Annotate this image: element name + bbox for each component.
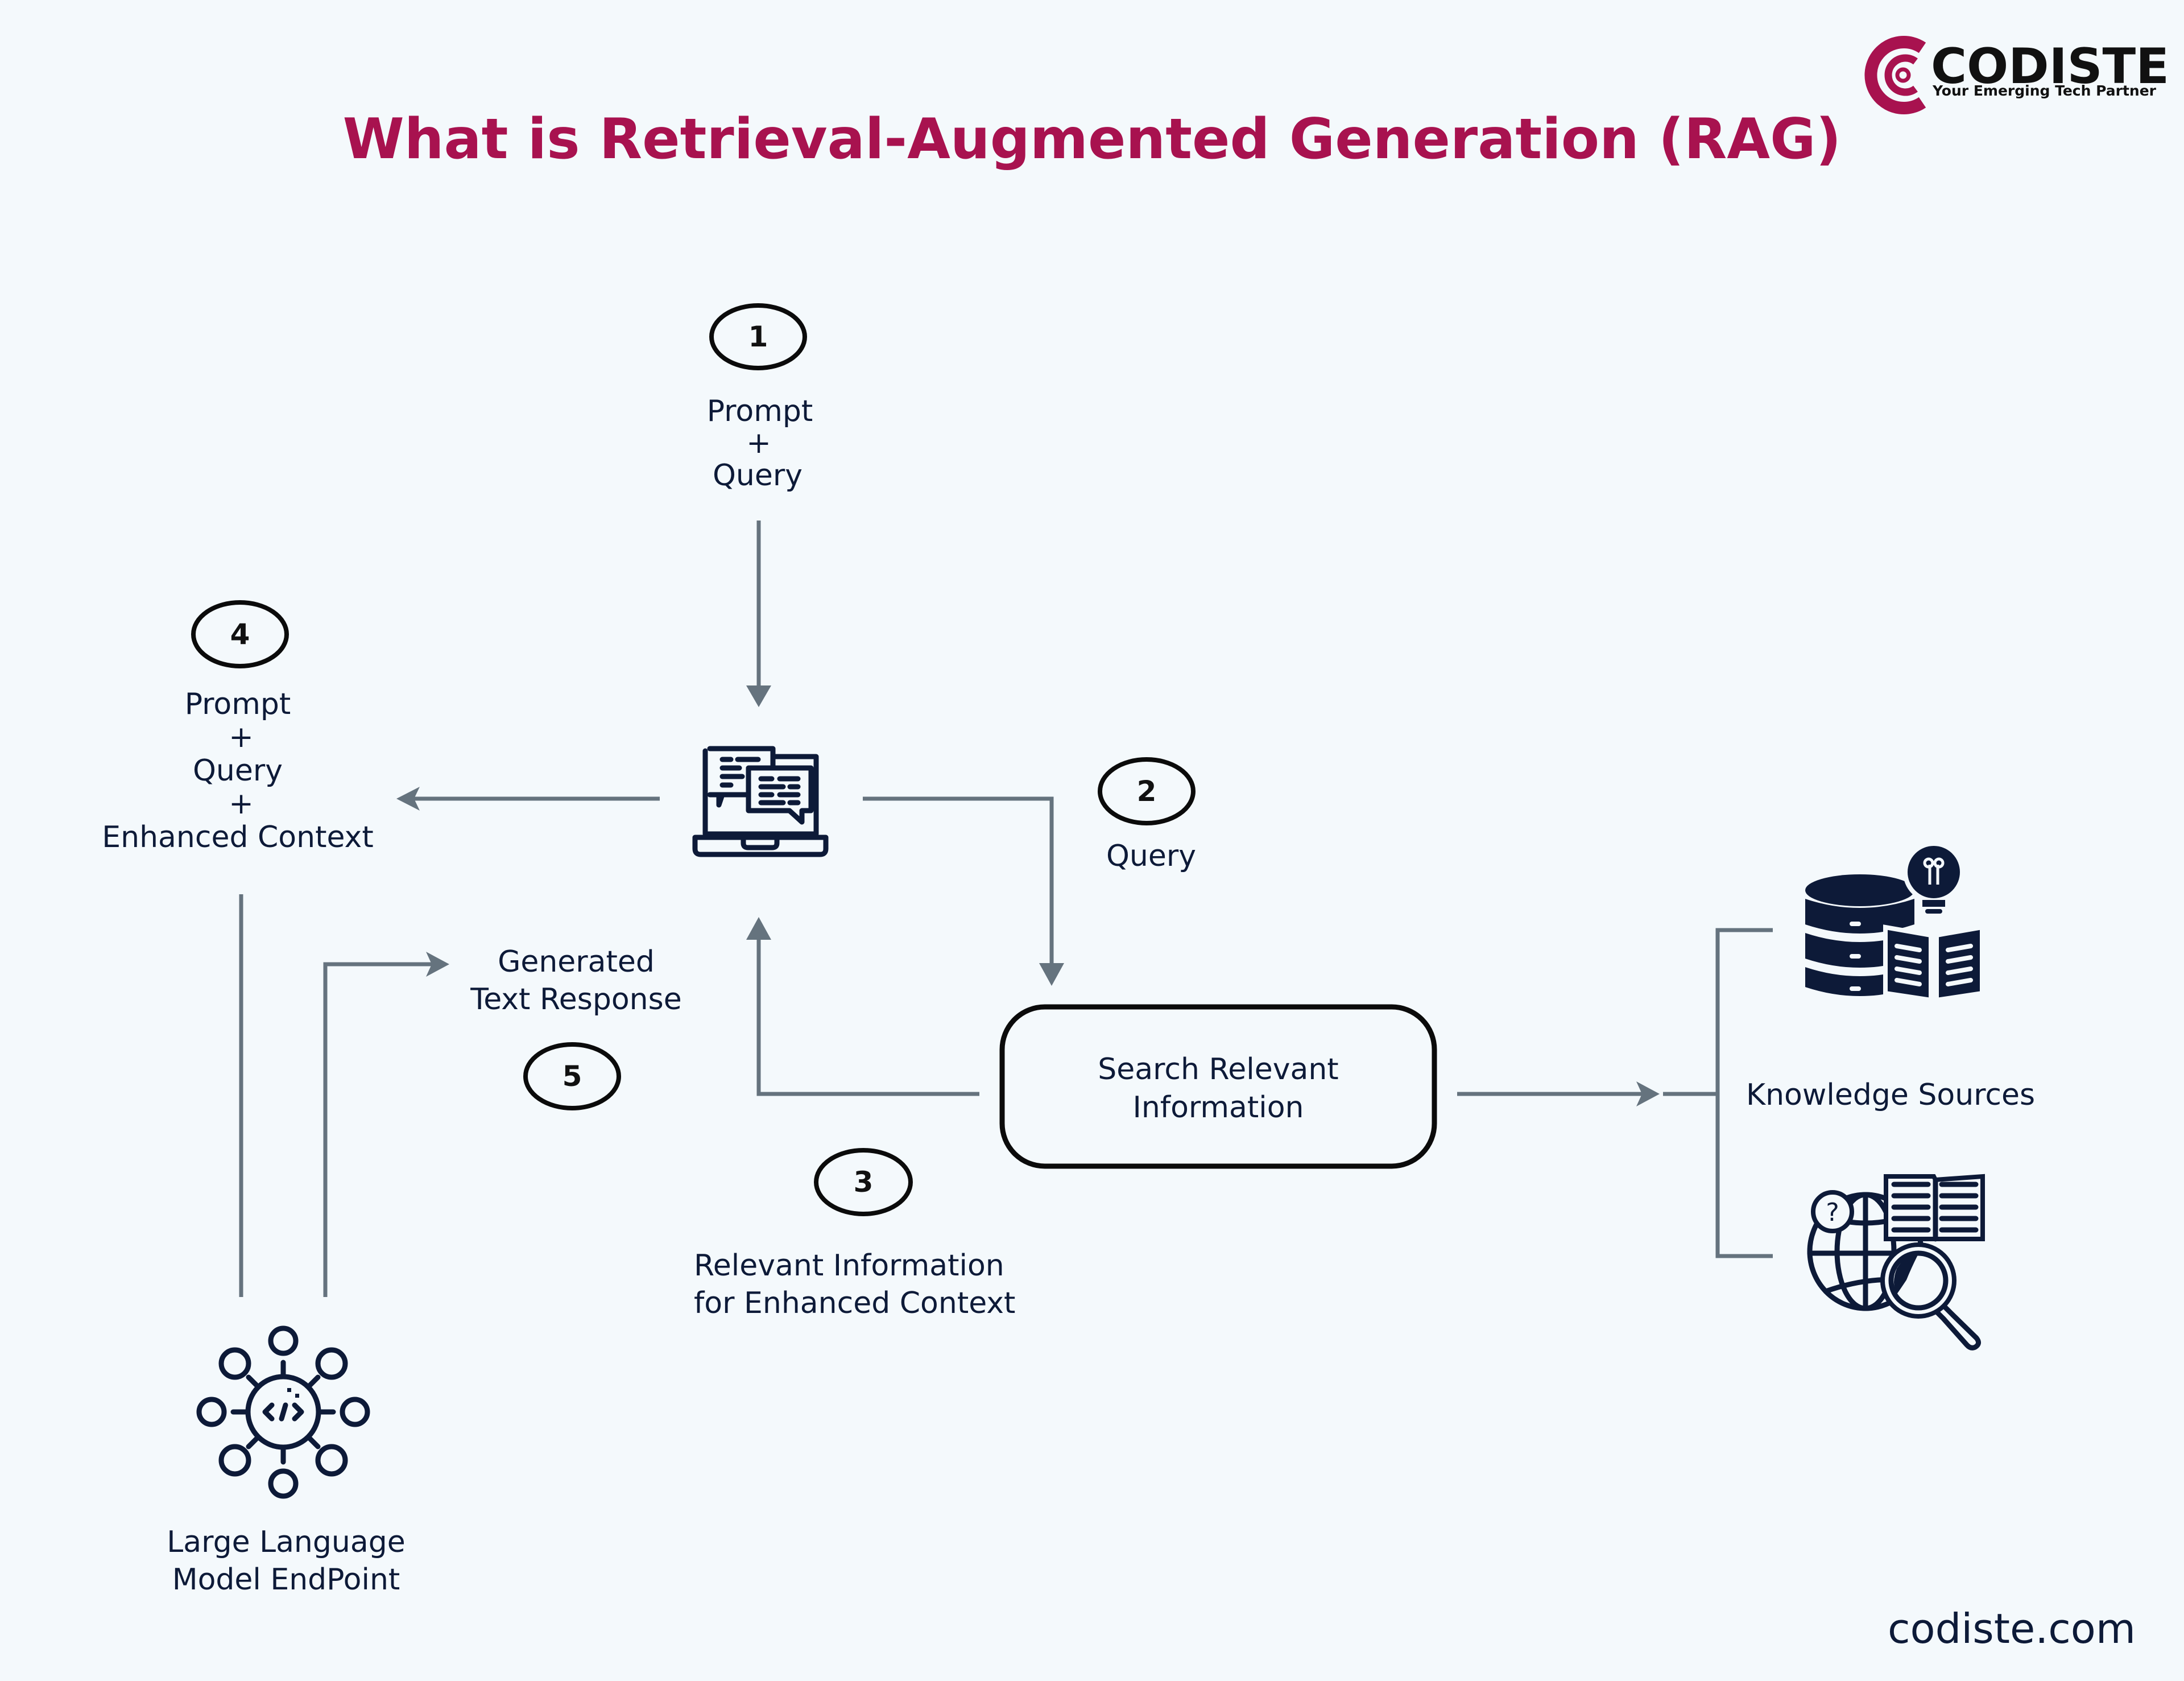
step-label-line: Prompt [707,394,813,428]
knowledge-bracket [1715,928,1773,1258]
step-badge [814,1148,913,1216]
step-number: 3 [854,1166,874,1199]
step-badge [523,1042,621,1110]
question-mark-glyph: ? [1826,1198,1839,1227]
connectors [239,521,1773,1297]
step-1: 1 Prompt + Query [707,303,813,493]
llm-endpoint-node: Large Language Model EndPoint [167,1325,406,1597]
arrowhead-step1 [746,685,771,707]
connector-step3 [756,927,979,1096]
llm-label-line: Model EndPoint [172,1563,400,1597]
step-label-line: Relevant Information [694,1249,1004,1283]
arrowhead-step5 [426,952,449,977]
step-label-line: Generated [498,945,655,979]
globe-book-magnifier-icon: ? [1807,1174,1985,1350]
step-badge [1098,757,1196,825]
brand-name: CODISTE [1931,38,2169,95]
step-label-line: Query [713,459,803,493]
arrowhead-step3 [746,917,771,940]
step-number: 2 [1137,775,1157,808]
connector-step5 [323,962,438,1297]
step-label-line: for Enhanced Context [694,1286,1015,1320]
step-label-line: Text Response [470,982,681,1017]
database-lightbulb-book-icon [1805,841,1984,1003]
step-5: Generated Text Response 5 [470,945,682,1110]
knowledge-sources-label: Knowledge Sources [1746,1078,2035,1112]
brand-logo: CODISTE Your Emerging Tech Partner [1864,36,2169,114]
search-node-line: Search Relevant [1098,1052,1338,1087]
brand-tagline: Your Emerging Tech Partner [1932,82,2157,99]
laptop-chat-icon [692,746,829,857]
page-title: What is Retrieval-Augmented Generation (… [343,107,1842,172]
llm-label-line: Large Language [167,1525,405,1559]
search-node-line: Information [1132,1091,1304,1125]
arrowhead-search-knowledge [1636,1081,1660,1106]
codiste-c-logo-icon [1864,36,1926,114]
footer-website[interactable]: codiste.com [1888,1605,2136,1653]
step-label-line: + [229,720,254,754]
step-label-line: Enhanced Context [102,820,373,854]
knowledge-sources-node: Knowledge Sources ? [1746,841,2035,1350]
step-label-line: Query [1106,839,1196,873]
neural-network-code-icon [196,1325,370,1499]
step-label-line: Query [193,754,283,788]
step-4: 4 Prompt + Query + Enhanced Context [102,600,374,854]
step-label-line: Prompt [185,687,291,721]
search-node-box [999,1004,1437,1169]
search-relevant-info-node: Search Relevant Information [999,1004,1437,1169]
step-label-line: + [746,426,771,460]
step-number: 4 [230,618,250,651]
step-label-line: + [229,787,254,821]
connector-step2 [863,796,1054,976]
step-number: 5 [562,1060,582,1093]
step-3: 3 Relevant Information for Enhanced Cont… [694,1148,1015,1320]
step-badge [709,303,807,370]
arrowhead-step2 [1039,963,1064,986]
step-badge [191,600,289,668]
step-2: 2 Query [1098,757,1196,873]
step-number: 1 [748,320,768,353]
arrowhead-step4 [396,787,420,811]
